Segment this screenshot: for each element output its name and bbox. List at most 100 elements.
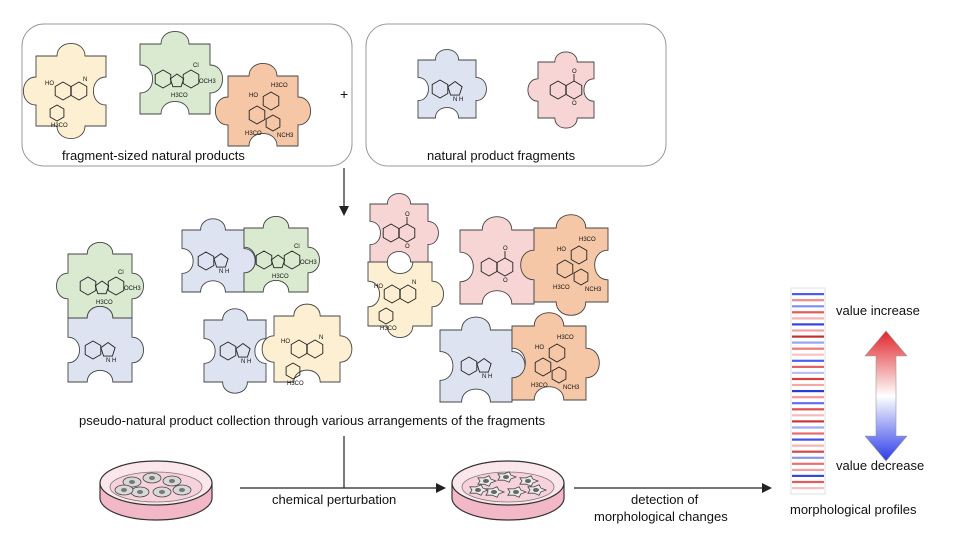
cell-nucleus	[179, 488, 185, 492]
pnp-pink-top: OO	[369, 193, 439, 263]
profile-stripe	[792, 341, 824, 344]
chromone-structure: OO	[382, 212, 416, 250]
cl-label: Cl	[193, 63, 199, 69]
cell-nucleus	[129, 480, 135, 484]
och3-label: OCH3	[199, 79, 216, 85]
ring-o-label: O	[503, 278, 508, 284]
np-piece-quinoline-outline	[22, 42, 107, 140]
pnp-green-right-outline	[243, 216, 320, 293]
ho-label: HO	[535, 345, 544, 351]
ho-label: HO	[281, 339, 290, 345]
cl-label: Cl	[118, 270, 124, 276]
profile-barcode	[790, 287, 826, 495]
cell-nucleus	[533, 488, 539, 492]
value-decrease-label: value decrease	[836, 458, 925, 473]
nch3-label: NCH3	[563, 385, 580, 391]
profile-stripe	[792, 450, 824, 453]
profile-stripe	[792, 293, 824, 296]
np-piece-griseofulvin-outline	[139, 30, 224, 115]
h3co-label: H3CO	[271, 83, 288, 89]
h3co-label-2: H3CO	[531, 383, 548, 389]
profile-stripe	[792, 317, 824, 320]
indole-structure: N H	[219, 341, 251, 365]
profile-stripe	[792, 329, 824, 332]
profile-stripe	[792, 311, 824, 314]
pnp-blue-right: N H	[439, 316, 526, 403]
np-fragments-label: natural product fragments	[427, 148, 576, 163]
cl-label: Cl	[294, 244, 300, 250]
cell-nucleus	[513, 490, 519, 494]
fragment-piece-chromone-outline	[527, 51, 595, 129]
h3co-label: H3CO	[287, 381, 304, 387]
arrow-detection	[574, 483, 772, 493]
cell-nucleus	[475, 488, 481, 492]
collection-label: pseudo-natural product collection throug…	[79, 413, 546, 428]
profile-stripe	[792, 371, 824, 374]
profiles-label: morphological profiles	[790, 502, 917, 517]
h3co-label: H3CO	[380, 326, 397, 332]
value-increase-label: value increase	[836, 303, 920, 318]
profile-stripe	[792, 456, 824, 459]
ring-o-label: O	[572, 101, 577, 107]
profile-stripe	[792, 390, 824, 393]
cell-nucleus	[159, 490, 165, 494]
pnp-blue-lower-outline	[203, 308, 267, 394]
h3co-label: H3CO	[171, 93, 188, 99]
cell-nucleus	[491, 490, 497, 494]
profile-stripe	[792, 383, 824, 387]
h3co-label: H3CO	[579, 237, 596, 243]
profile-stripe	[792, 365, 824, 368]
pnp-blue-under-green: N H	[67, 306, 144, 383]
perturbation-label: chemical perturbation	[272, 492, 397, 507]
profile-stripe	[792, 444, 824, 447]
chromone-structure: OO	[480, 246, 514, 284]
petri-dish-before	[99, 460, 213, 521]
ho-label: HO	[45, 81, 54, 87]
cell-nucleus	[137, 490, 143, 494]
n-label: N	[412, 280, 416, 286]
profile-stripe	[792, 335, 824, 338]
nh-atom-label: N H	[241, 359, 251, 365]
profile-stripe	[792, 487, 824, 490]
indole-structure: N H	[84, 340, 116, 364]
detection-label-line1: detection of	[631, 492, 699, 507]
och3-label: OCH3	[300, 260, 317, 266]
arrow-perturbation	[240, 483, 446, 493]
np-fragments-box	[365, 23, 667, 167]
pnp-yellow-lower: HO N H3CO	[261, 303, 353, 387]
profile-stripe	[792, 402, 824, 405]
profile-stripe	[792, 299, 824, 302]
plus-sign: +	[340, 86, 349, 102]
indole-structure: N H	[460, 356, 492, 380]
indole-structure: N H	[197, 251, 229, 275]
profile-stripe	[792, 426, 824, 429]
ho-label: HO	[249, 93, 258, 99]
value-gradient-arrow	[864, 330, 908, 462]
indole-structure: N H	[431, 79, 463, 103]
carbonyl-o-label: O	[405, 212, 410, 218]
h3co-label: H3CO	[272, 274, 289, 280]
h3co-label-2: H3CO	[553, 285, 570, 291]
cell-nucleus	[169, 479, 175, 483]
profile-stripe	[792, 480, 824, 484]
h3co-label: H3CO	[51, 123, 68, 129]
profile-stripe	[792, 414, 824, 417]
profile-stripe	[792, 420, 824, 423]
pnp-pink-right-outline	[459, 216, 548, 305]
n-label: N	[319, 335, 323, 341]
natural-products-label: fragment-sized natural products	[62, 148, 245, 163]
cell-nucleus	[525, 479, 531, 483]
profile-stripe	[792, 432, 824, 435]
pnp-pink-right: OO	[459, 216, 548, 305]
